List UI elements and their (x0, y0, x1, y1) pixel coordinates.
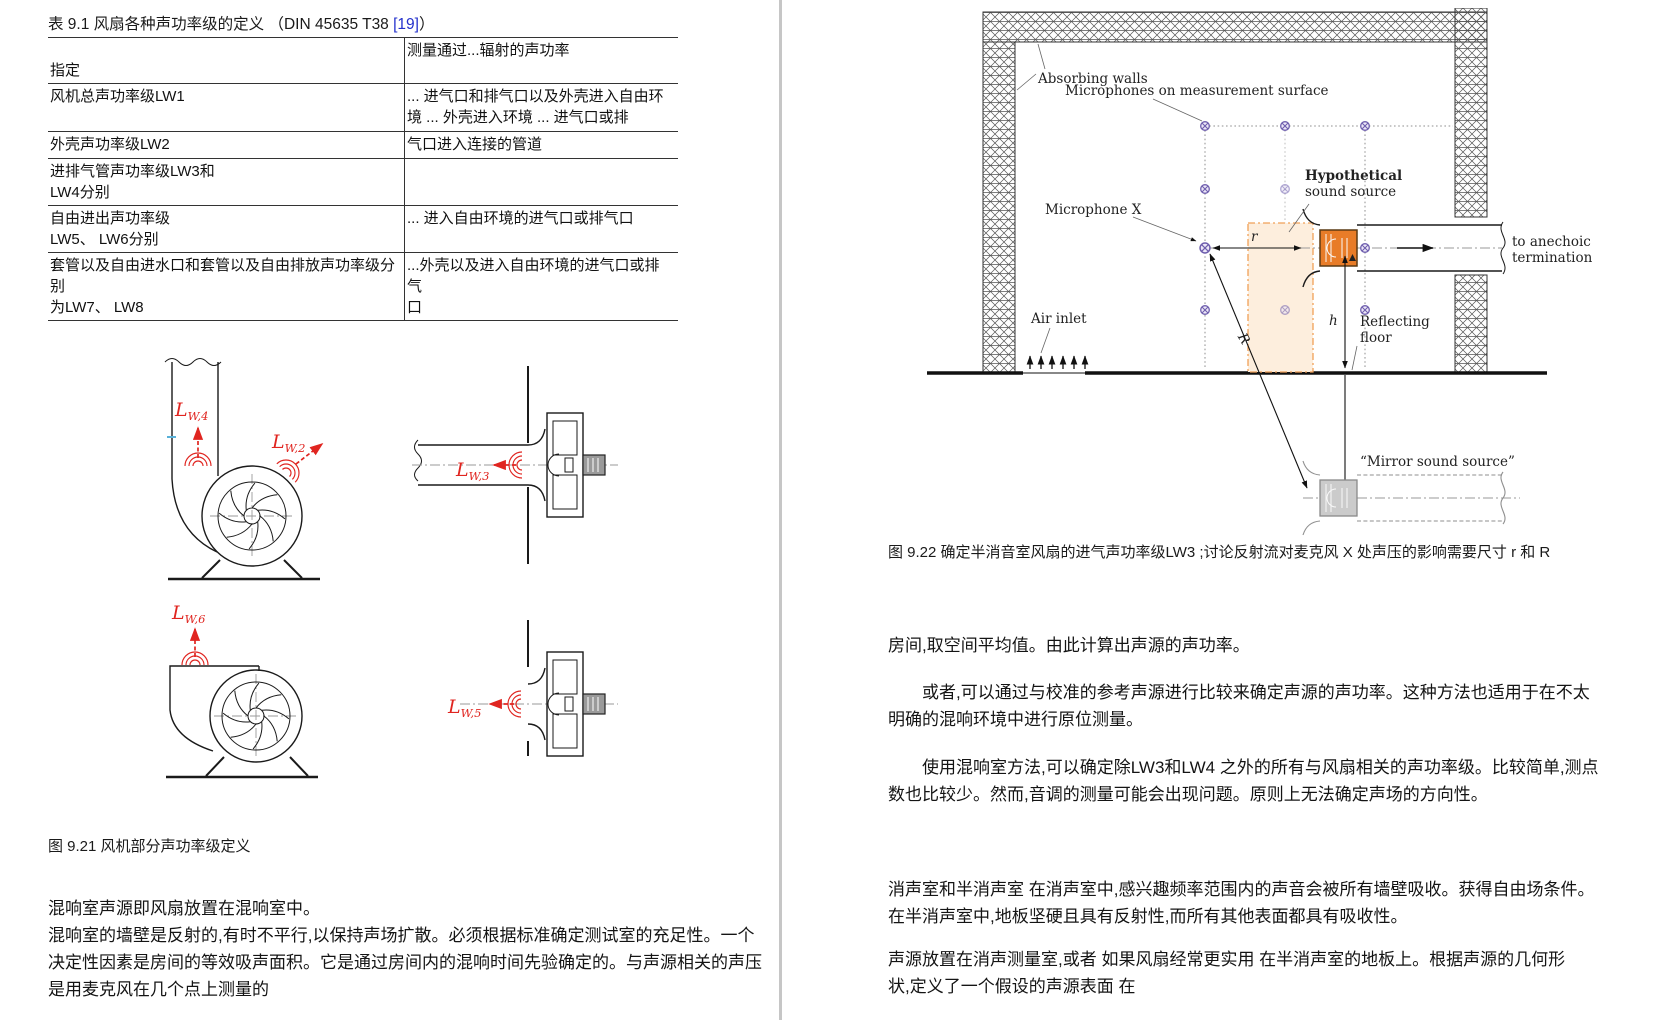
text-line: 消声室和半消声室 在消声室中,感兴趣频率范围内的声音会被所有墙壁吸收。获得自由场… (888, 880, 1595, 899)
text-line: 混响室声源即风扇放置在混响室中。 (48, 899, 320, 918)
absorbing-walls (982, 8, 1488, 373)
label-absorbing-walls: Absorbing walls (1037, 71, 1148, 87)
label-hypothetical-line2: sound source (1305, 184, 1396, 200)
paragraph: 声源放置在消声测量室,或者 如果风扇经常更实用 在半消声室的地板上。根据声源的几… (888, 946, 1565, 1000)
paragraph: 房间,取空间平均值。由此计算出声源的声功率。 (888, 632, 1250, 659)
fan-and-duct (1210, 208, 1506, 288)
cell-lw5-lw6: 自由进出声功率级 LW5、 LW6分别 (48, 205, 405, 253)
label-to-anechoic-line1: to anechoic (1512, 234, 1591, 250)
hypothetical-source-region (1247, 222, 1314, 373)
label-reflecting-floor-line2: floor (1360, 330, 1392, 346)
paragraph: 使用混响室方法,可以确定除LW3和LW4 之外的所有与风扇相关的声功率级。比较简… (888, 754, 1599, 808)
axial-fan-duct-diagram: LW,3 (412, 366, 618, 564)
table-row: 进排气管声功率级LW3和 LW4分别 (48, 158, 678, 206)
cell-lw5-lw6-desc: ... 进入自由环境的进气口或排气口 (404, 205, 678, 253)
label-dim-h: h (1329, 313, 1338, 329)
label-to-anechoic-line2: termination (1512, 250, 1593, 266)
axial-fan-free-diagram: LW,5 (447, 620, 618, 757)
left-text-block: 混响室声源即风扇放置在混响室中。 混响室的墙壁是反射的,有时不平行,以保持声场扩… (48, 895, 762, 1003)
label-lw4: LW,4 (174, 399, 208, 423)
cell-lw7-lw8-desc: ...外壳以及进入自由环境的进气口或排气 口 (404, 252, 678, 321)
centrifugal-fan-free-diagram: LW,6 (166, 602, 318, 779)
microphone-x (1199, 242, 1211, 254)
figure-9-21-caption: 图 9.21 风机部分声功率级定义 (48, 838, 251, 855)
paragraph: 消声室和半消声室 在消声室中,感兴趣频率范围内的声音会被所有墙壁吸收。获得自由场… (888, 876, 1594, 930)
table-row: 套管以及自由进水口和套管以及自由排放声功率级分别 为LW7、 LW8 ...外壳… (48, 252, 678, 321)
text-line: 是用麦克风在几个点上测量的 (48, 980, 269, 999)
figure-9-22-caption: 图 9.22 确定半消音室风扇的进气声功率级LW3 ;讨论反射流对麦克风 X 处… (888, 544, 1551, 561)
table-header-row: 指定 测量通过...辐射的声功率 (48, 37, 678, 84)
label-lw6: LW,6 (171, 602, 205, 626)
cell-lw1: 风机总声功率级LW1 (48, 83, 405, 132)
dimension-R-line (1209, 253, 1308, 489)
label-reflecting-floor-line1: Reflecting (1360, 314, 1430, 330)
header-cell-designation: 指定 (48, 37, 405, 84)
text-line: 明确的混响环境中进行原位测量。 (888, 710, 1143, 729)
cell-lw2: 外壳声功率级LW2 (48, 131, 405, 159)
column-divider (779, 0, 782, 1020)
cell-lw7-lw8: 套管以及自由进水口和套管以及自由排放声功率级分别 为LW7、 LW8 (48, 252, 405, 321)
label-dim-r: r (1251, 229, 1259, 245)
label-hypothetical-line1: Hypothetical (1305, 168, 1402, 184)
centrifugal-fan-duct-diagram: LW,4 LW,2 (164, 358, 324, 581)
text-line: 状,定义了一个假设的声源表面 在 (888, 977, 1136, 996)
label-air-inlet: Air inlet (1030, 311, 1087, 327)
text-line: 混响室的墙壁是反射的,有时不平行,以保持声场扩散。必须根据标准确定测试室的充足性… (48, 926, 755, 945)
air-inlet-arrows (1026, 355, 1089, 369)
text-line: 决定性因素是房间的等效吸声面积。它是通过房间内的混响时间先验确定的。与声源相关的… (48, 953, 762, 972)
table-row: 自由进出声功率级 LW5、 LW6分别 ... 进入自由环境的进气口或排气口 (48, 205, 678, 253)
text-line: 房间,取空间平均值。由此计算出声源的声功率。 (888, 636, 1250, 655)
label-lw5: LW,5 (447, 696, 481, 720)
reference-link[interactable]: [19] (393, 16, 419, 33)
cell-lw3-lw4-desc (404, 158, 678, 206)
table-row: 外壳声功率级LW2 气口进入连接的管道 (48, 131, 678, 159)
label-microphone-x: Microphone X (1045, 202, 1142, 218)
sound-power-table: 指定 测量通过...辐射的声功率 风机总声功率级LW1 ... 进气口和排气口以… (48, 37, 678, 321)
header-cell-measured: 测量通过...辐射的声功率 (404, 37, 678, 84)
label-microphones-surface: Microphones on measurement surface (1065, 83, 1329, 99)
paragraph: 或者,可以通过与校准的参考声源进行比较来确定声源的声功率。这种方法也适用于在不太… (888, 679, 1590, 733)
table-row: 风机总声功率级LW1 ... 进气口和排气口以及外壳进入自由环 境 ... 外壳… (48, 83, 678, 132)
figure-9-22: Absorbing walls Air inlet Reflecting flo… (927, 8, 1593, 536)
label-lw2: LW,2 (271, 431, 305, 455)
table-title: 表 9.1 风扇各种声功率级的定义 （DIN 45635 T38 [19]） (48, 12, 748, 34)
cell-lw3-lw4: 进排气管声功率级LW3和 LW4分别 (48, 158, 405, 206)
mirror-sound-source (1302, 460, 1520, 536)
label-lw3: LW,3 (455, 459, 489, 483)
label-mirror-source: “Mirror sound source” (1360, 454, 1515, 470)
text-line: 声源放置在消声测量室,或者 如果风扇经常更实用 在半消声室的地板上。根据声源的几… (888, 950, 1566, 969)
table-title-suffix: ） (418, 16, 435, 33)
text-line: 在半消声室中,地板坚硬且具有反射性,而所有其他表面都具有吸收性。 (888, 907, 1408, 926)
text-line: 使用混响室方法,可以确定除LW3和LW4 之外的所有与风扇相关的声功率级。比较简… (922, 758, 1599, 777)
figure-9-21: LW,4 LW,2 LW,3 LW,6 (164, 358, 618, 779)
table-title-text: 表 9.1 风扇各种声功率级的定义 （DIN 45635 T38 (48, 16, 394, 33)
cell-lw2-desc: 气口进入连接的管道 (404, 131, 678, 159)
text-line: 数也比较少。然而,音调的测量可能会出现问题。原则上无法确定声场的方向性。 (888, 785, 1488, 804)
cell-lw1-desc: ... 进气口和排气口以及外壳进入自由环 境 ... 外壳进入环境 ... 进气… (404, 83, 678, 132)
text-line: 或者,可以通过与校准的参考声源进行比较来确定声源的声功率。这种方法也适用于在不太 (922, 683, 1590, 702)
